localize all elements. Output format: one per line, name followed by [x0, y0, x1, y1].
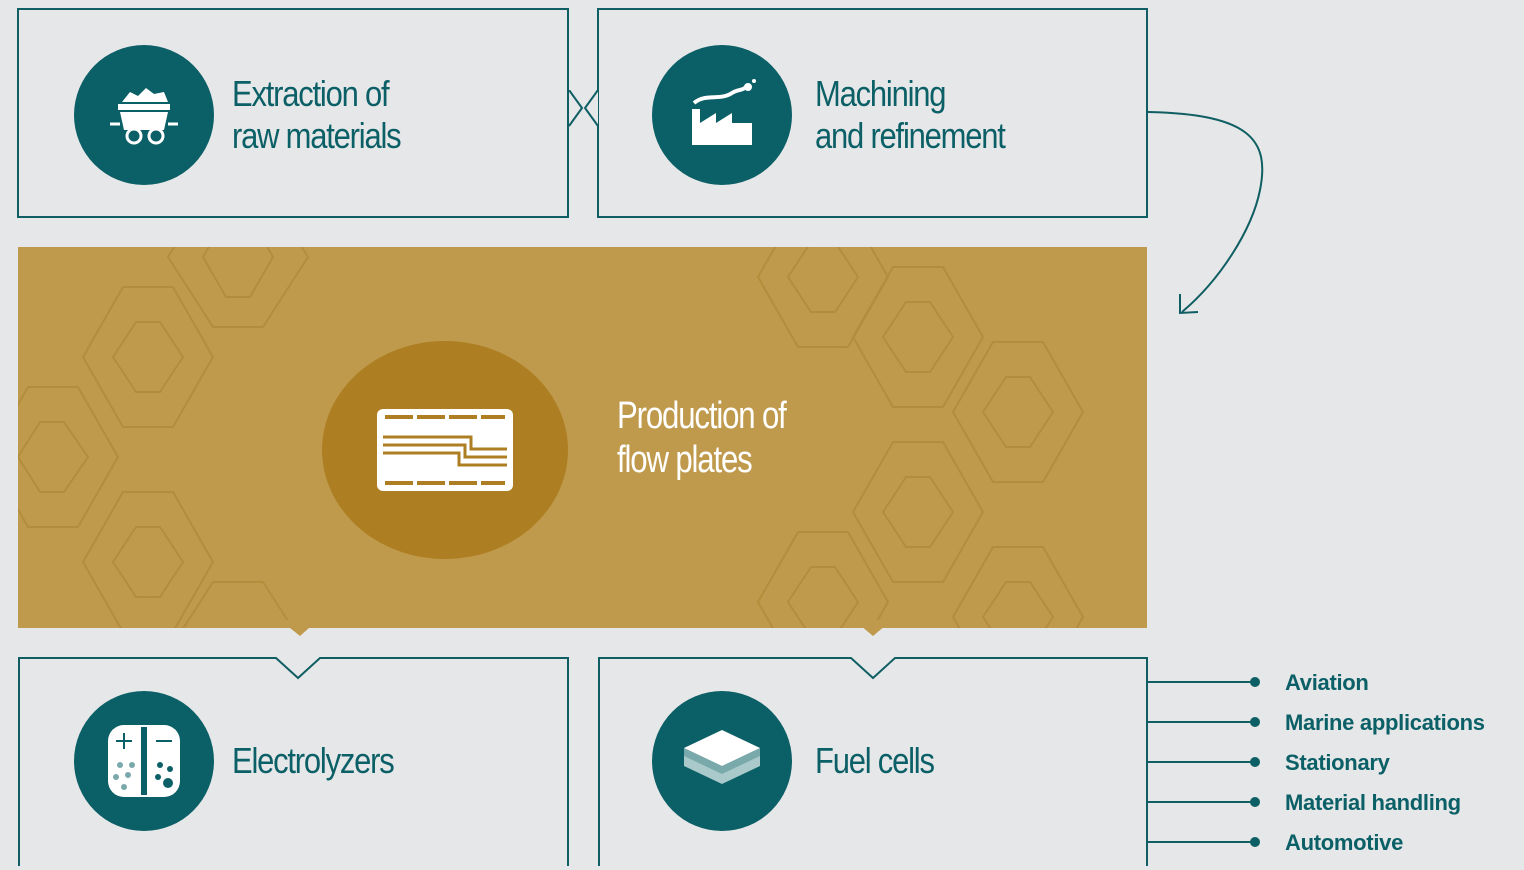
extraction-label-line2: raw materials [232, 115, 402, 156]
mine-cart-icon [110, 88, 178, 145]
machining-icon-circle [652, 45, 792, 185]
electrolyzers-icon-circle [74, 691, 214, 831]
production-icon-circle [322, 341, 568, 559]
stacked-layers-icon [684, 730, 760, 784]
production-band [18, 247, 1147, 628]
machining-label-line2: and refinement [815, 115, 1006, 156]
curved-arrow [1147, 111, 1264, 315]
production-label-line2: flow plates [617, 439, 753, 481]
fuel-cells-icon-circle [652, 691, 792, 831]
application-item-stationary: Stationary [1285, 750, 1390, 775]
extraction-box [17, 8, 569, 218]
electrolysis-icon [108, 725, 180, 797]
extraction-label-line1: Extraction of [232, 73, 390, 114]
connector-chevron [568, 90, 599, 127]
machining-label-line1: Machining [815, 73, 946, 114]
bottom-boxes-outline [18, 620, 1148, 866]
extraction-label: Extraction of raw materials [232, 73, 402, 157]
fuel-cells-label: Fuel cells [815, 740, 935, 781]
electrolyzers-label: Electrolyzers [232, 740, 395, 781]
application-item-marine: Marine applications [1285, 710, 1485, 735]
application-item-automotive: Automotive [1285, 830, 1404, 855]
production-label: Production of flow plates [617, 394, 787, 482]
extraction-icon-circle [74, 45, 214, 185]
hexagon-pattern [18, 247, 1085, 628]
applications-connectors [1147, 677, 1260, 847]
application-item-aviation: Aviation [1285, 670, 1369, 695]
machining-label: Machining and refinement [815, 73, 1006, 157]
application-item-material-handling: Material handling [1285, 790, 1461, 815]
production-label-line1: Production of [617, 395, 787, 437]
factory-icon [692, 79, 756, 145]
flow-plate-icon [377, 409, 513, 491]
